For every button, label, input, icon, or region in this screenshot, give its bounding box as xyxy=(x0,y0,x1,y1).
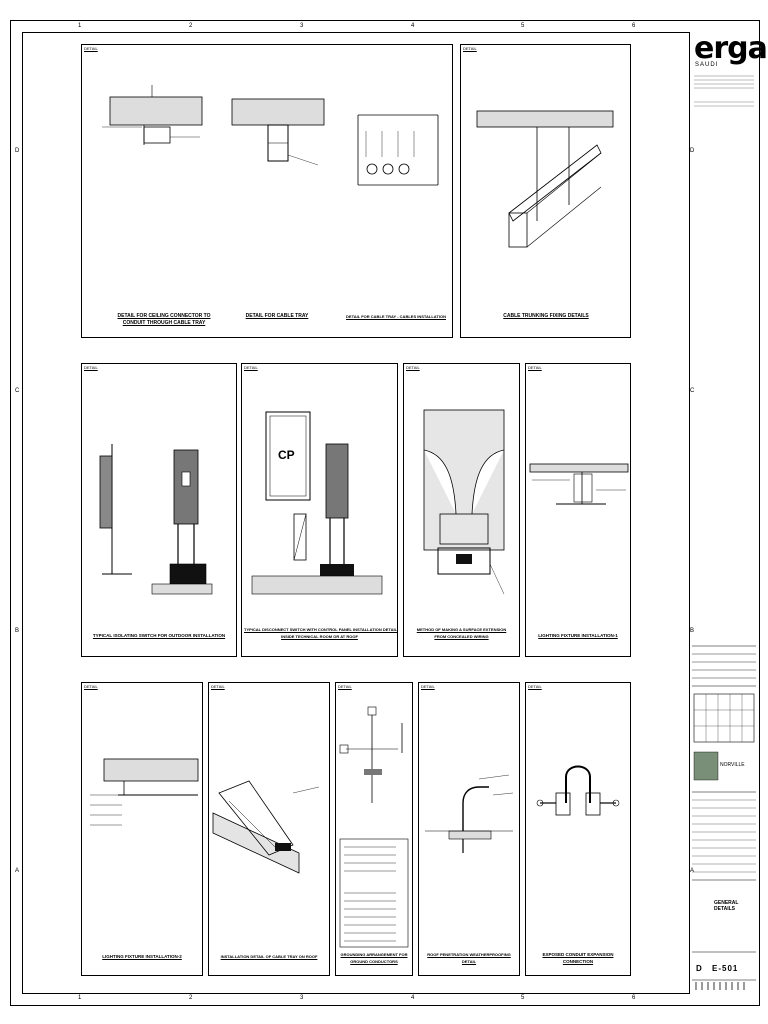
panel-detail-11: DETAIL GROUNDING ARRANGEMENT FOR GROUND … xyxy=(335,682,413,976)
caption-line: DETAIL FOR CABLE TRAY - CABLES INSTALLAT… xyxy=(346,314,446,319)
caption-detail-13: EXPOSED CONDUIT EXPANSION CONNECTION xyxy=(527,951,629,965)
grid-row-b-right: B xyxy=(690,628,695,634)
grid-col-2-top: 2 xyxy=(189,23,193,29)
panel-detail-1-3: DETAIL DETA xyxy=(81,44,453,338)
detail-10-drawing xyxy=(212,780,320,874)
caption-line: GROUNDING ARRANGEMENT FOR xyxy=(340,952,408,957)
caption-line: INSIDE TECHNICAL ROOM OR AT ROOF xyxy=(281,634,358,639)
caption-line: TYPICAL ISOLATING SWITCH FOR OUTDOOR INS… xyxy=(92,633,226,638)
detail-1-3-drawing xyxy=(102,85,439,186)
caption-line: CABLE TRUNKING FIXING DETAILS xyxy=(503,313,589,319)
detail-8-drawing xyxy=(529,463,629,505)
grid-row-a-right: A xyxy=(690,868,695,874)
detail-tag: DETAIL xyxy=(211,684,225,689)
detail-tag: DETAIL xyxy=(338,684,352,689)
grid-row-d-left: D xyxy=(15,148,20,154)
grid-col-2-bottom: 2 xyxy=(189,995,193,1001)
detail-11-drawing xyxy=(339,706,409,948)
grid-col-1-top: 1 xyxy=(78,23,82,29)
caption-detail-6: TYPICAL DISCONNECT SWITCH WITH CONTROL P… xyxy=(244,626,398,640)
detail-12-drawing xyxy=(425,774,514,853)
grid-col-5-bottom: 5 xyxy=(521,995,525,1001)
grid-col-3-top: 3 xyxy=(300,23,304,29)
grid-row-c-left: C xyxy=(15,388,20,394)
caption-detail-9: LIGHTING FIXTURE INSTALLATION-2 xyxy=(84,953,200,960)
caption-detail-11: GROUNDING ARRANGEMENT FOR GROUND CONDUCT… xyxy=(337,951,411,965)
grid-row-c-right: C xyxy=(690,388,695,394)
company-logo: erga xyxy=(694,31,768,66)
grid-row-d-right: D xyxy=(690,148,695,154)
detail-9-drawing xyxy=(90,758,199,826)
caption-detail-10: INSTALLATION DETAIL OF CABLE TRAY ON ROO… xyxy=(211,953,327,960)
detail-tag: DETAIL xyxy=(421,684,435,689)
caption-line: METHOD OF MAKING A SURFACE EXTENSION xyxy=(416,627,507,632)
caption-line: EXPOSED CONDUIT EXPANSION xyxy=(542,952,614,957)
grid-col-6-top: 6 xyxy=(632,23,636,29)
caption-detail-12: ROOF PENETRATION WEATHERPROOFING DETAIL xyxy=(420,951,518,965)
panel-detail-4: DETAIL CABLE TRUNKING FIXING DETAILS xyxy=(460,44,631,338)
project-name: NORVILLE xyxy=(720,762,745,768)
caption-line: GROUND CONDUCTORS xyxy=(350,959,398,964)
grid-row-b-left: B xyxy=(15,628,20,634)
panel-detail-5: DETAIL TYPICAL ISOLATING SWITCH FOR OUTD… xyxy=(81,363,237,657)
panel-detail-6: DETAIL CP TYPICAL DISCONNECT SWITCH WITH… xyxy=(241,363,398,657)
grid-col-4-top: 4 xyxy=(411,23,415,29)
sheet-title: GENERAL DETAILS xyxy=(714,900,739,912)
caption-line: FROM CONCEALED WIRING xyxy=(434,634,489,639)
panel-detail-9: DETAIL LIGHTING FIXTURE INSTALLATION-2 xyxy=(81,682,203,976)
detail-tag: DETAIL xyxy=(406,365,420,370)
caption-line: DETAIL FOR CABLE TRAY xyxy=(245,313,309,319)
company-logo-sub: SAUDI xyxy=(695,62,719,68)
grid-col-4-bottom: 4 xyxy=(411,995,415,1001)
caption-detail-4: CABLE TRUNKING FIXING DETAILS xyxy=(481,313,611,320)
caption-line: DETAIL FOR CEILING CONNECTOR TO xyxy=(117,313,211,319)
detail-tag: DETAIL xyxy=(84,684,98,689)
detail-tag: DETAIL xyxy=(528,365,542,370)
detail-tag: DETAIL xyxy=(528,684,542,689)
detail-tag: DETAIL xyxy=(84,365,98,370)
caption-line: ROOF PENETRATION WEATHERPROOFING xyxy=(427,952,511,957)
control-panel-label: CP xyxy=(278,448,295,462)
grid-col-1-bottom: 1 xyxy=(78,995,82,1001)
caption-line: LIGHTING FIXTURE INSTALLATION-2 xyxy=(102,954,182,959)
drawing-number-prefix: D xyxy=(696,964,703,973)
caption-line: DETAIL xyxy=(461,959,477,964)
detail-4-drawing xyxy=(476,110,614,248)
title-block-lines xyxy=(692,75,756,990)
panel-detail-10: DETAIL INSTALLATION DETAIL OF CABLE TRAY… xyxy=(208,682,330,976)
panel-detail-8: DETAIL LIGHTING FIXTURE INSTALLATION-1 xyxy=(525,363,631,657)
caption-detail-8: LIGHTING FIXTURE INSTALLATION-1 xyxy=(528,632,628,639)
caption-detail-5: TYPICAL ISOLATING SWITCH FOR OUTDOOR INS… xyxy=(86,632,232,639)
detail-5-drawing xyxy=(99,444,213,595)
caption-detail-2: DETAIL FOR CABLE TRAY xyxy=(232,313,322,320)
caption-detail-7: METHOD OF MAKING A SURFACE EXTENSION FRO… xyxy=(406,626,517,640)
detail-13-drawing xyxy=(536,765,620,816)
grid-row-a-left: A xyxy=(15,868,20,874)
caption-line: CONNECTION xyxy=(562,959,594,964)
drawing-number-value: E-501 xyxy=(712,964,739,973)
detail-tag: DETAIL xyxy=(244,365,258,370)
title-block: erga SAUDI xyxy=(690,32,768,992)
grid-col-3-bottom: 3 xyxy=(300,995,304,1001)
detail-tag: DETAIL xyxy=(463,46,477,51)
panel-detail-13: DETAIL EXPOSED CONDUIT EXPANSION CONNECT… xyxy=(525,682,631,976)
detail-tag: DETAIL xyxy=(84,46,98,51)
caption-line: CONDUIT THROUGH CABLE TRAY xyxy=(122,320,206,326)
grid-col-6-bottom: 6 xyxy=(632,995,636,1001)
caption-line: INSTALLATION DETAIL OF CABLE TRAY ON ROO… xyxy=(220,954,318,959)
sheet-outer-border xyxy=(10,20,760,1006)
detail-6-drawing xyxy=(251,411,383,595)
detail-7-drawing xyxy=(423,409,505,595)
caption-line: LIGHTING FIXTURE INSTALLATION-1 xyxy=(538,633,618,638)
drawing-number: D E-501 xyxy=(696,964,738,973)
sheet-inner-border xyxy=(22,32,690,994)
caption-line: TYPICAL DISCONNECT SWITCH WITH CONTROL P… xyxy=(244,627,398,632)
panel-detail-7: DETAIL METHOD OF MAKING A SURFACE EXTENS… xyxy=(403,363,520,657)
caption-detail-3: DETAIL FOR CABLE TRAY - CABLES INSTALLAT… xyxy=(344,313,448,320)
grid-col-5-top: 5 xyxy=(521,23,525,29)
caption-detail-1: DETAIL FOR CEILING CONNECTOR TO CONDUIT … xyxy=(104,313,224,327)
panel-detail-12: DETAIL ROOF PENETRATION WEATHERPROOFING … xyxy=(418,682,520,976)
